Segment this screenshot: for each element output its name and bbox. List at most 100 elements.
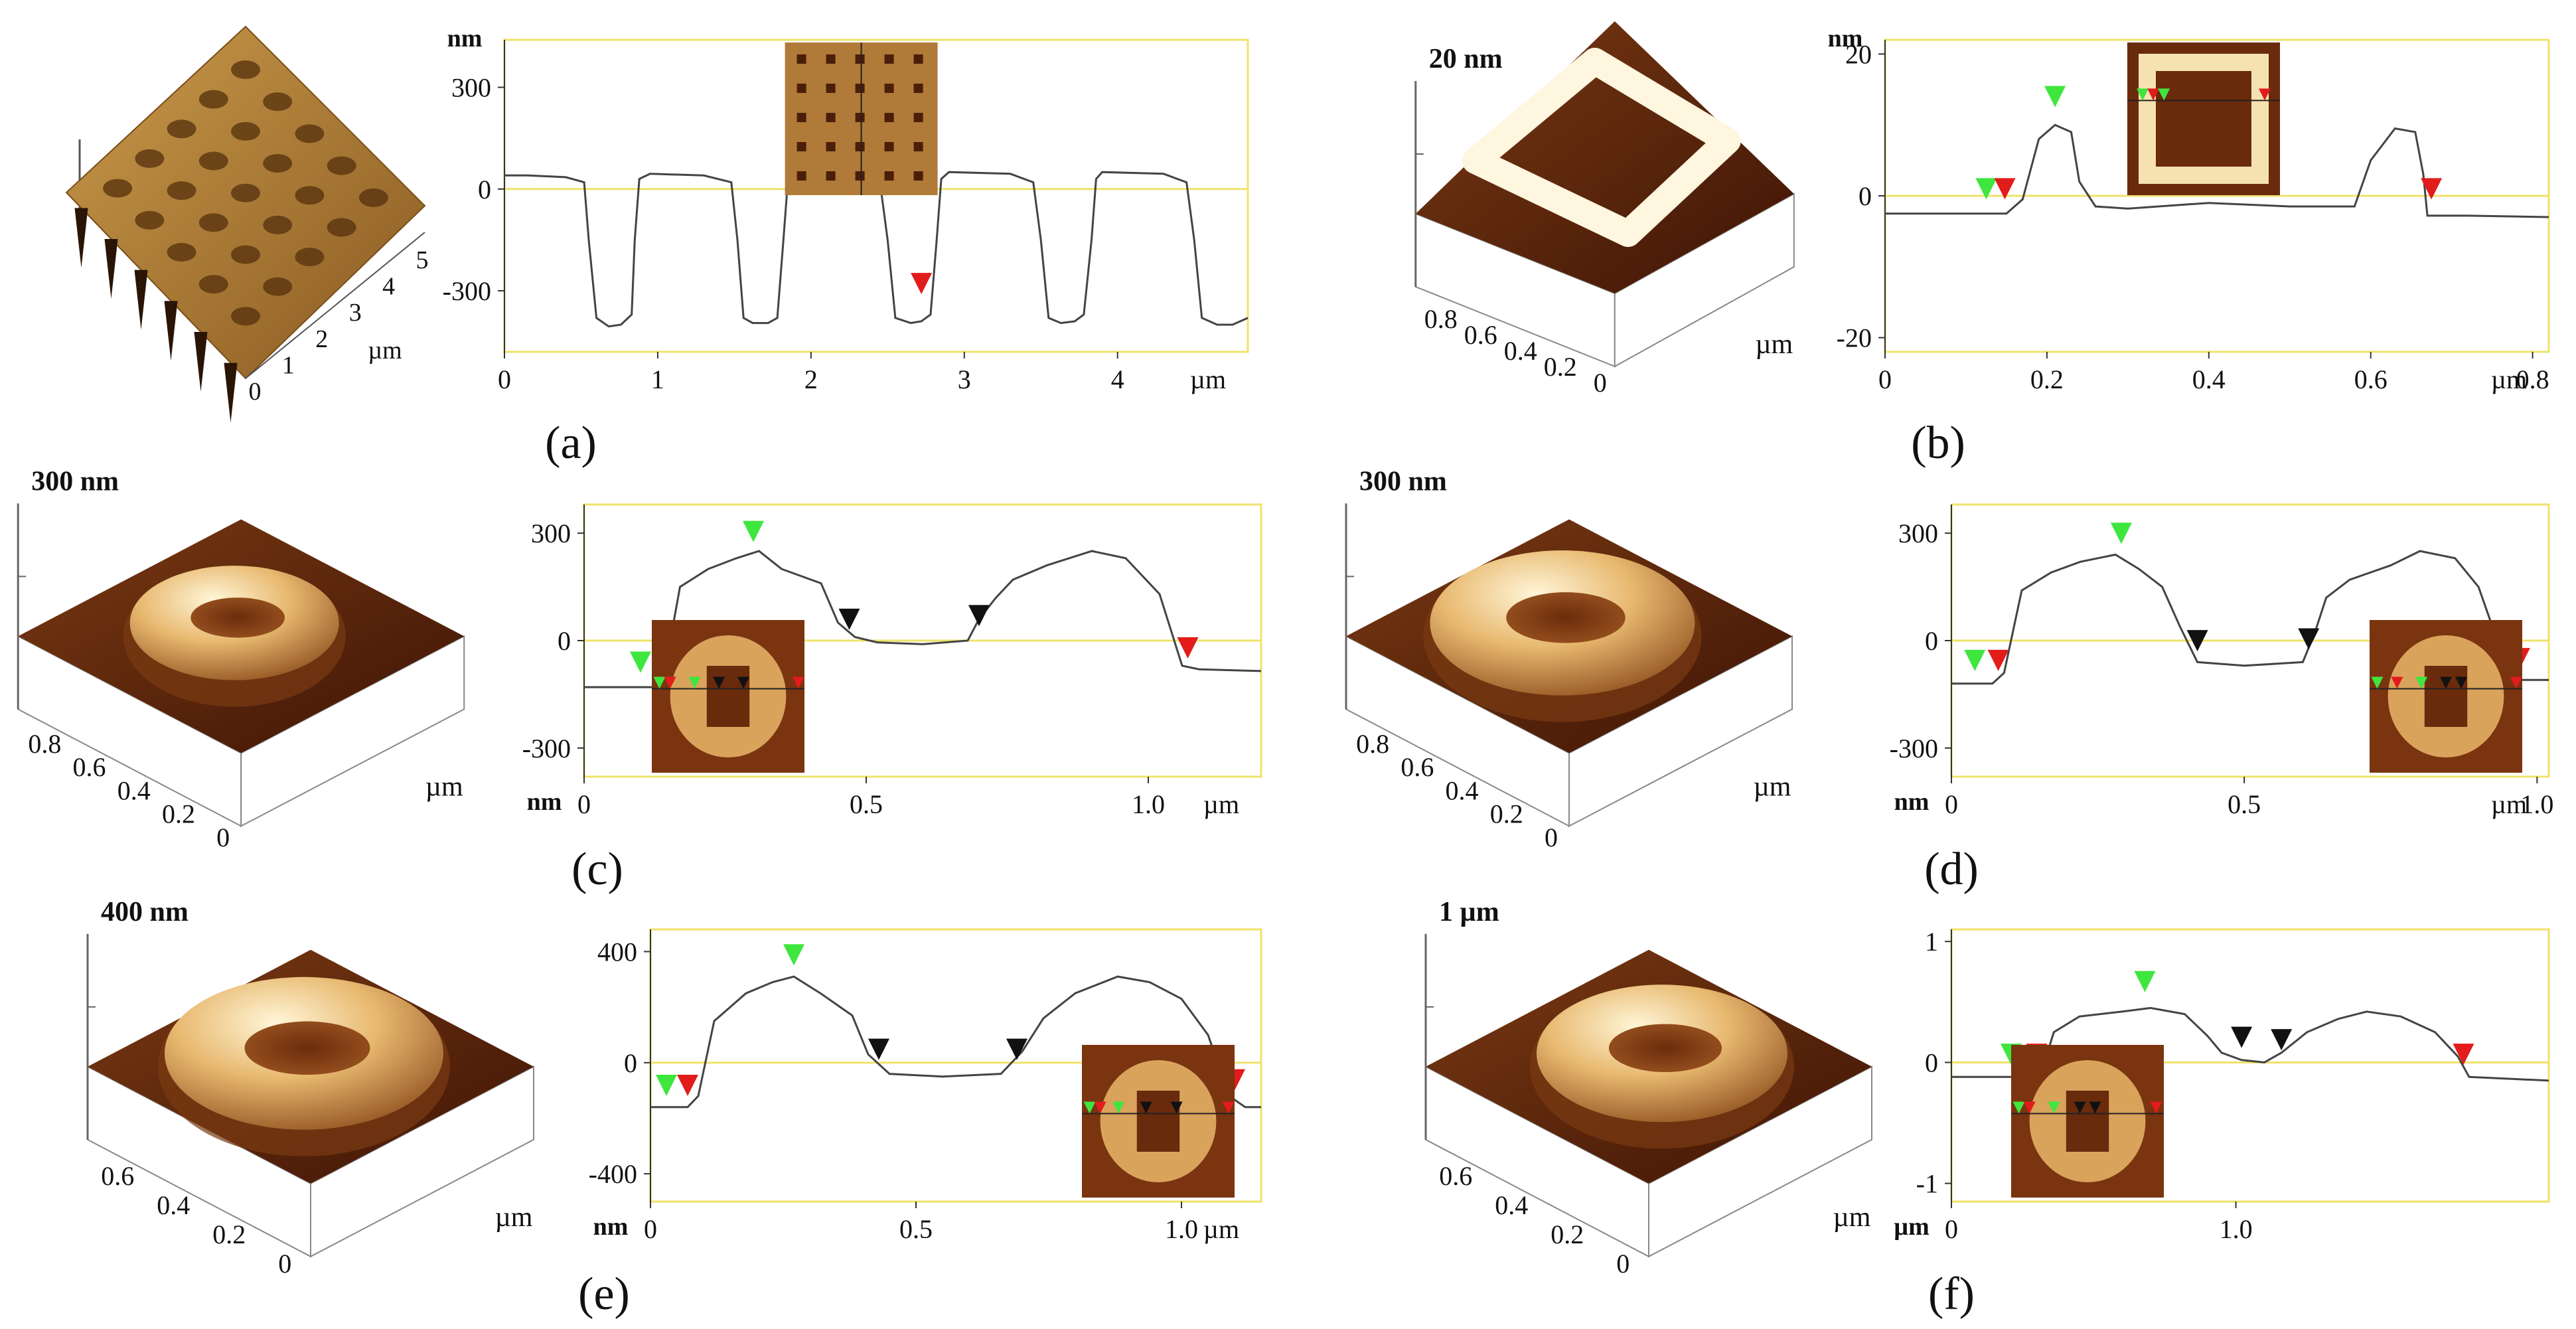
x-tick-label: 0.4 — [2192, 364, 2226, 394]
x-tick-label: 1.0 — [2220, 1214, 2253, 1244]
afm-axis-tick-label: 0.4 — [157, 1190, 190, 1220]
x-axis-unit: µm — [2491, 789, 2527, 819]
profile-marker — [2298, 628, 2320, 650]
x-tick-label: 0.5 — [899, 1214, 933, 1244]
profile-inset — [652, 620, 804, 773]
afm-pit — [231, 183, 260, 202]
panel-label-e: (e) — [578, 1269, 630, 1320]
inset-marker — [653, 676, 666, 689]
x-tick-label: 1.0 — [2520, 789, 2553, 819]
inset-pit — [884, 113, 894, 122]
x-tick-label: 0 — [1878, 364, 1892, 394]
inset-marker — [2074, 1101, 2086, 1114]
inset-marker — [2259, 88, 2271, 101]
y-tick-label: -1 — [1916, 1169, 1938, 1199]
y-tick-label: 0 — [478, 175, 491, 204]
inset-marker — [792, 676, 804, 689]
profile-marker — [2186, 630, 2208, 652]
afm-axis-tick-label: 0.8 — [1356, 729, 1389, 759]
inset-marker — [1094, 1101, 1106, 1114]
afm-axis-tick-label: 0.2 — [162, 799, 195, 829]
x-tick-label: 3 — [958, 364, 971, 394]
afm-pit-edge — [164, 301, 178, 361]
y-axis-unit: nm — [447, 25, 483, 52]
profile-marker — [2421, 178, 2443, 200]
afm-ring-hole — [1608, 1024, 1722, 1073]
afm-pit — [327, 218, 356, 237]
afm-pit — [263, 92, 293, 112]
inset-hole — [2066, 1091, 2109, 1152]
afm-axis-tick-label: 2 — [315, 325, 328, 353]
afm-axis-tick-label: 0 — [1616, 1249, 1629, 1279]
profile-marker — [1994, 178, 2016, 200]
profile-marker — [838, 608, 860, 630]
x-axis-unit: µm — [1203, 789, 1239, 819]
afm-pit-edge — [104, 239, 118, 299]
afm-height-label: 300 nm — [31, 466, 119, 497]
inset-marker — [2415, 676, 2428, 689]
inset-marker — [1083, 1101, 1096, 1114]
x-tick-label: 0.6 — [2354, 364, 2387, 394]
profile-line — [1885, 123, 2549, 218]
afm-height-label: 1 µm — [1439, 897, 1499, 927]
inset-hole — [1136, 1091, 1180, 1152]
y-tick-label: 300 — [451, 73, 491, 103]
x-tick-label: 1.0 — [1132, 789, 1165, 819]
afm-axis-unit: µm — [495, 1202, 533, 1233]
afm-pit — [295, 124, 325, 143]
profile-line — [1951, 550, 2549, 685]
x-tick-label: 0.5 — [2228, 789, 2261, 819]
profile-marker — [868, 1038, 889, 1060]
inset-marker — [2371, 676, 2384, 689]
inset-pit — [884, 54, 894, 64]
afm-axis-unit: µm — [1754, 771, 1791, 802]
inset-pit — [913, 84, 923, 93]
afm-pit — [103, 179, 133, 198]
afm-square-frame — [1462, 48, 1741, 247]
inset-pit — [826, 84, 836, 93]
x-tick-label: 1 — [651, 364, 664, 394]
profile-inset — [785, 42, 938, 195]
y-tick-label: 0 — [1925, 1048, 1938, 1077]
afm-pit — [231, 307, 260, 326]
profile-inset — [2370, 620, 2522, 773]
x-tick-label: 0 — [644, 1214, 657, 1244]
y-tick-label: 400 — [597, 937, 637, 967]
inset-frame — [2139, 54, 2269, 184]
inset-marker — [2391, 676, 2403, 689]
afm-axis-tick-label: 0.4 — [1495, 1190, 1528, 1220]
afm-axis-tick-label: 0.6 — [73, 752, 106, 782]
y-tick-label: 300 — [531, 518, 571, 548]
inset-pit — [855, 142, 865, 151]
y-tick-label: 20 — [1845, 39, 1872, 69]
inset-pit — [796, 142, 806, 151]
x-tick-label: 0 — [1945, 789, 1958, 819]
x-tick-label: 1.0 — [1165, 1214, 1198, 1244]
profile-marker — [2453, 1044, 2474, 1065]
inset-marker — [1222, 1101, 1235, 1114]
afm-axis-unit: µm — [1833, 1202, 1871, 1233]
panel-label-d: (d) — [1924, 844, 1979, 895]
inset-pit — [884, 84, 894, 93]
afm-ring-hole — [244, 1021, 370, 1075]
inset-pit — [826, 171, 836, 181]
afm-height-label: 400 nm — [101, 897, 189, 927]
inset-pit — [913, 171, 923, 181]
afm-axis-tick-label: 4 — [382, 273, 395, 301]
inset-marker — [2147, 88, 2160, 101]
afm-axis-tick-label: 0 — [249, 378, 262, 406]
panel-label-f: (f) — [1928, 1269, 1975, 1320]
profile-line — [504, 171, 1249, 328]
inset-pit — [826, 113, 836, 122]
profile-inset — [2127, 42, 2280, 195]
afm-axis-unit: µm — [368, 337, 402, 364]
y-tick-label: -300 — [1890, 734, 1938, 763]
profile-marker — [2110, 522, 2132, 544]
x-tick-label: 0.8 — [2516, 364, 2549, 394]
